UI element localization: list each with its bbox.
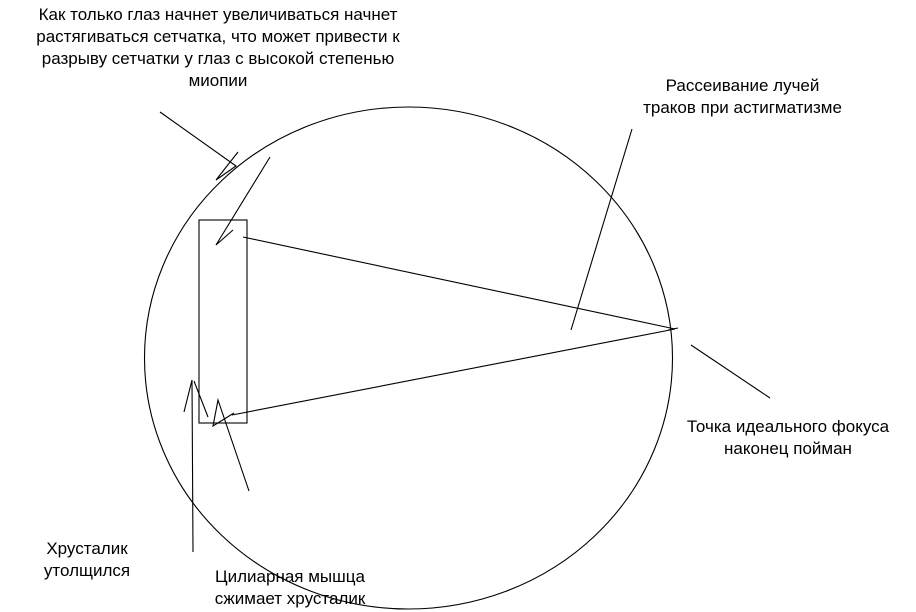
upper-focus-ray	[242, 236, 676, 330]
myopia-note-line-3: разрыву сетчатки у глаз с высокой степен…	[41, 49, 395, 68]
lens-rectangle	[198, 219, 248, 424]
ciliary-muscle-line-1: Цилиарная мышца	[215, 567, 365, 586]
myopia-note-line-2: растягиваться сетчатка, что может привес…	[36, 27, 400, 46]
astigmatism-pointer	[570, 128, 633, 331]
myopia-arrow	[159, 111, 239, 181]
lens-thickened-line-1: Хрусталик	[46, 539, 128, 558]
ideal-focus-line-2: наконец пойман	[724, 439, 852, 458]
astigmatism-line-1: Рассеивание лучей	[665, 76, 820, 95]
ciliary-muscle-arrow	[212, 397, 250, 492]
myopia-note-label: Как только глаз начнет увеличиваться нач…	[0, 4, 436, 92]
lens-thickened-label: Хрусталик утолщился	[22, 538, 152, 582]
astigmatism-label: Рассеивание лучей траков при астигматизм…	[610, 75, 875, 119]
ideal-focus-pointer	[690, 344, 771, 399]
ciliary-muscle-line-2: сжимает хрусталик	[214, 589, 366, 608]
astigmatism-line-2: траков при астигматизме	[643, 98, 842, 117]
retina-stretch-arrow	[215, 156, 271, 246]
lens-thickened-arrow	[183, 379, 194, 553]
ciliary-muscle-label: Цилиарная мышца сжимает хрусталик	[190, 566, 390, 610]
eyeball-outline	[143, 106, 674, 610]
ideal-focus-label: Точка идеального фокуса наконец пойман	[660, 416, 916, 460]
lens-thickened-arrow-barb	[193, 380, 209, 418]
myopia-note-line-1: Как только глаз начнет увеличиваться нач…	[38, 5, 398, 24]
ideal-focus-line-1: Точка идеального фокуса	[686, 417, 890, 436]
lower-focus-ray	[231, 328, 676, 416]
focus-tick	[667, 327, 679, 331]
lens-thickened-line-2: утолщился	[43, 561, 131, 580]
myopia-note-line-4: миопии	[188, 71, 248, 90]
